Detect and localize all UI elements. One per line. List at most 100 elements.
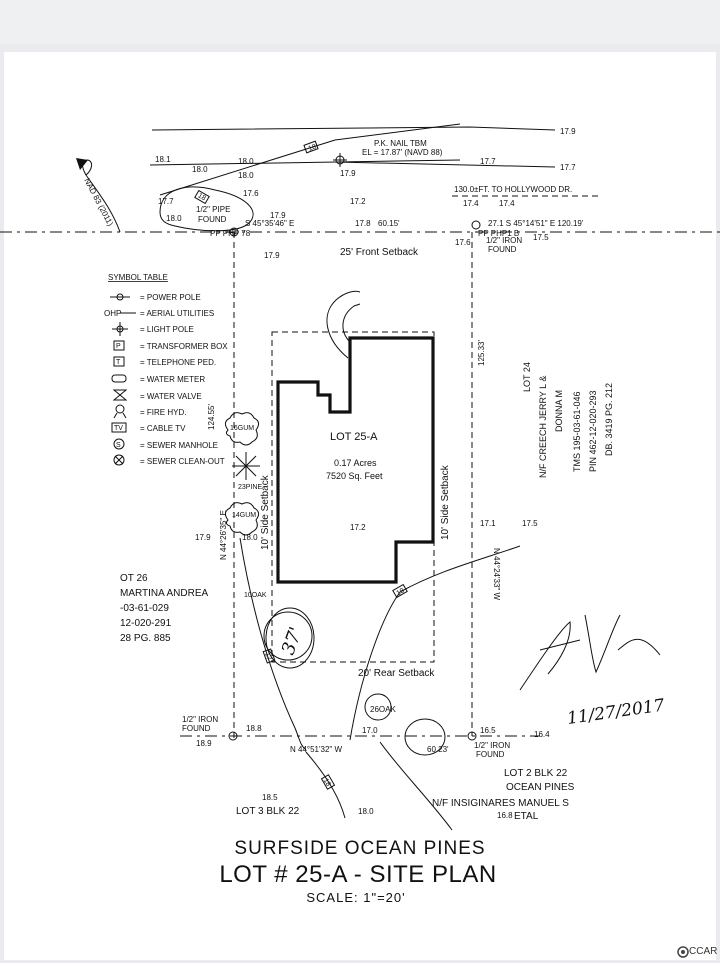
ohp-prefix: OHP	[104, 309, 121, 318]
pine-tree-symbol	[232, 452, 260, 480]
right-side-setback-label: 10' Side Setback	[440, 464, 451, 540]
tree-label: 26OAK	[370, 705, 396, 714]
pipe-found-label: FOUND	[198, 215, 227, 224]
symbol-label: = FIRE HYD.	[140, 408, 186, 417]
elev-label: 18.8	[246, 724, 262, 733]
distance-note: 130.0±FT. TO HOLLYWOOD DR.	[454, 185, 572, 194]
elev-label: 18.0	[238, 171, 254, 180]
symbol-table-title: SYMBOL TABLE	[108, 273, 168, 282]
tree-label: 14GUM	[232, 512, 256, 519]
adjoiner-lot3: LOT 3 BLK 22	[236, 806, 300, 817]
setback-area: 25' Front Setback 20' Rear Setback 10' S…	[260, 247, 451, 679]
iron-found-label: FOUND	[476, 750, 505, 759]
elev-label: 18.5	[262, 793, 278, 802]
title-line2: LOT # 25-A - SITE PLAN	[219, 861, 496, 888]
tree-label: 23PINE	[238, 484, 262, 491]
north-arrow-label: NAD 83 (2011)	[82, 177, 115, 228]
elev-label: 17.7	[480, 157, 496, 166]
pipe-found-label: 1/2" PIPE	[196, 205, 230, 214]
title-line1: SURFSIDE OCEAN PINES	[234, 838, 485, 859]
telephone-symbol	[113, 356, 125, 367]
north-arrow: NAD 83 (2011)	[76, 158, 121, 233]
front-setback-label: 25' Front Setback	[340, 247, 419, 258]
elev-label: 17.6	[455, 238, 471, 247]
adjoiner-line: LOT 24	[522, 362, 532, 392]
top-property-line: S 45°35'46" E 60.15' 27.1 S 45°14'51" E …	[0, 140, 720, 260]
adjoiner-line: 28 PG. 885	[120, 633, 171, 644]
pole-tag: 18	[307, 143, 317, 152]
house-footprint: LOT 25-A 0.17 Acres 7520 Sq. Feet 17.2	[276, 336, 435, 584]
symbol-label: = CABLE TV	[140, 424, 186, 433]
utility-lines: 17 18 18	[239, 537, 521, 831]
bottom-corners: 1/2" IRON FOUND 18.8 18.9 17.0 16.5 16.4…	[182, 715, 550, 820]
symbol-label: = WATER VALVE	[140, 392, 202, 401]
elev-label: 17.9	[270, 211, 286, 220]
ccar-logo-icon	[677, 946, 689, 958]
adjoiner-lot2: LOT 2 BLK 22 OCEAN PINES	[504, 768, 575, 793]
elev-label: 17.0	[362, 726, 378, 735]
symbol-label: = LIGHT POLE	[140, 325, 194, 334]
left-side-setback-label: 10' Side Setback	[260, 474, 271, 550]
pole-tag: 18	[322, 778, 332, 788]
ccar-logo-text: CCAR	[689, 946, 718, 957]
symbol-label: = WATER METER	[140, 375, 205, 384]
circled-dimension: 37'	[278, 624, 307, 657]
elev-label: 18.9	[196, 739, 212, 748]
pipe-found-callout: 1/2" PIPE FOUND 18.1 18.0 18.0 18.0 17.7…	[155, 155, 286, 232]
lot-sqft: 7520 Sq. Feet	[326, 471, 383, 481]
elev-label: 17.4	[499, 199, 515, 208]
symbol-label: = SEWER MANHOLE	[140, 441, 218, 450]
bearing-label: 60.15'	[378, 219, 400, 228]
elev-label: 18.0	[242, 533, 258, 542]
bearing-label: 124.55'	[207, 404, 216, 430]
symbol-label: = TELEPHONE PED.	[140, 358, 216, 367]
lot-boundary: N 44°26'35" E 124.55' N 44°24'33" W 125.…	[180, 232, 540, 754]
symbol-label: = SEWER CLEAN-OUT	[140, 457, 225, 466]
trees: 16GUM 23PINE 14GUM 10OAK 26OAK	[224, 412, 396, 721]
tree-label: 10OAK	[244, 592, 267, 599]
document-sheet	[4, 52, 716, 960]
pole-tag: 17	[263, 652, 272, 662]
iron-found-label: 1/2" IRON	[474, 741, 510, 750]
sewer-manhole-symbol	[113, 438, 125, 450]
adjoiner-lot26: OT 26 MARTINA ANDREA -03-61-029 12-020-2…	[120, 573, 208, 644]
adjoiner-line: OCEAN PINES	[506, 782, 575, 793]
bearing-label: S 45°35'46" E	[245, 219, 294, 228]
water-meter-symbol	[111, 374, 127, 383]
adjoiner-line: DONNA M	[554, 390, 564, 432]
adjoiner-line: N/F CREECH JERRY L &	[538, 376, 548, 478]
symbol-key: S	[116, 442, 121, 449]
iron-found-label: 1/2" IRON	[182, 715, 218, 724]
adjoiner-line: TMS 195-03-61-046	[572, 391, 582, 472]
adjoiner-line: 12-020-291	[120, 618, 172, 629]
elev-label: 17.4	[463, 199, 479, 208]
top-strip	[0, 0, 720, 44]
symbol-label: = POWER POLE	[140, 293, 201, 302]
top-road-lines: 17.9 17.7 17.7	[149, 123, 600, 197]
water-valve-symbol	[112, 389, 128, 401]
elev-label: 17.9	[264, 251, 280, 260]
handwritten-marks: 37'	[265, 607, 446, 756]
symbol-key: T	[116, 359, 121, 366]
bearing-label: N 44°51'32" W	[290, 745, 342, 754]
elev-label: 17.9	[340, 169, 356, 178]
elev-label: 16.8	[497, 811, 513, 820]
lot-name: LOT 25-A	[330, 431, 378, 443]
elev-label: 17.9	[195, 533, 211, 542]
transformer-symbol	[113, 340, 125, 351]
iron-found-label: FOUND	[182, 724, 211, 733]
adjoiner-insig: N/F INSIGINARES MANUEL S	[432, 798, 569, 809]
tree-label: 16GUM	[230, 425, 254, 432]
pole-tag: 18	[197, 192, 207, 202]
tbm-marker: P.K. NAIL TBM EL = 17.87' (NAVD 88) 17.9	[333, 139, 443, 178]
elev-label: 17.2	[350, 197, 366, 206]
light-pole-symbol	[112, 322, 128, 336]
signature-strokes	[519, 614, 661, 691]
adjoiner-line: LOT 2 BLK 22	[504, 768, 568, 779]
lot-acres: 0.17 Acres	[334, 458, 377, 468]
elev-label: 18.0	[358, 807, 374, 816]
tbm-elevation: EL = 17.87' (NAVD 88)	[362, 148, 443, 157]
elev-label: 18.0	[166, 214, 182, 223]
bearing-label: 125.33'	[477, 340, 486, 366]
